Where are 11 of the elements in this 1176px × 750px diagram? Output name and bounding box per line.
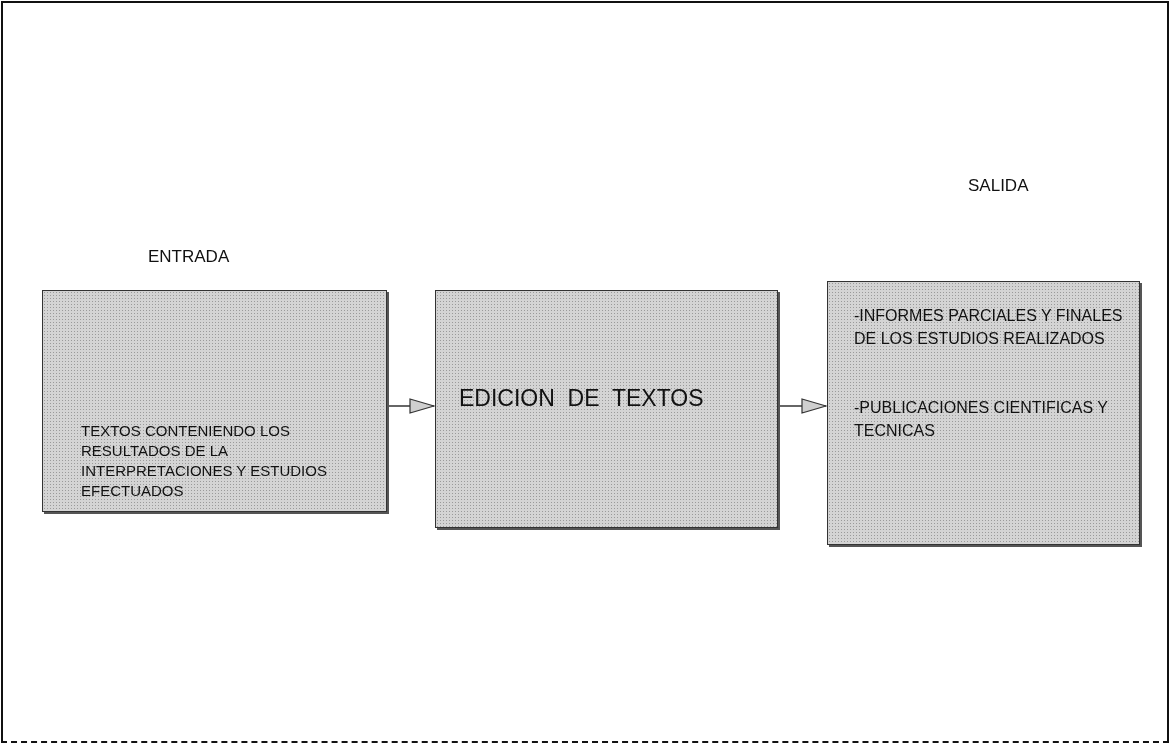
process-box [42, 290, 387, 512]
box-text: TEXTOS CONTENIENDO LOS RESULTADOS DE LA INTERPRETACIONES Y ESTUDIOS EFECTUADOS [81, 421, 328, 501]
arrow [778, 398, 827, 414]
arrow [387, 398, 435, 414]
section-heading: SALIDA [968, 176, 1029, 196]
process-box [435, 290, 778, 528]
box-text: -INFORMES PARCIALES Y FINALES DE LOS ESTUDIOS REALIZADOS [854, 306, 1124, 349]
section-heading: ENTRADA [148, 247, 230, 267]
process-box [827, 281, 1140, 545]
box-text: -PUBLICACIONES CIENTIFICAS Y TECNICAS [854, 398, 1109, 441]
box-text: EDICION DE TEXTOS [459, 385, 705, 411]
